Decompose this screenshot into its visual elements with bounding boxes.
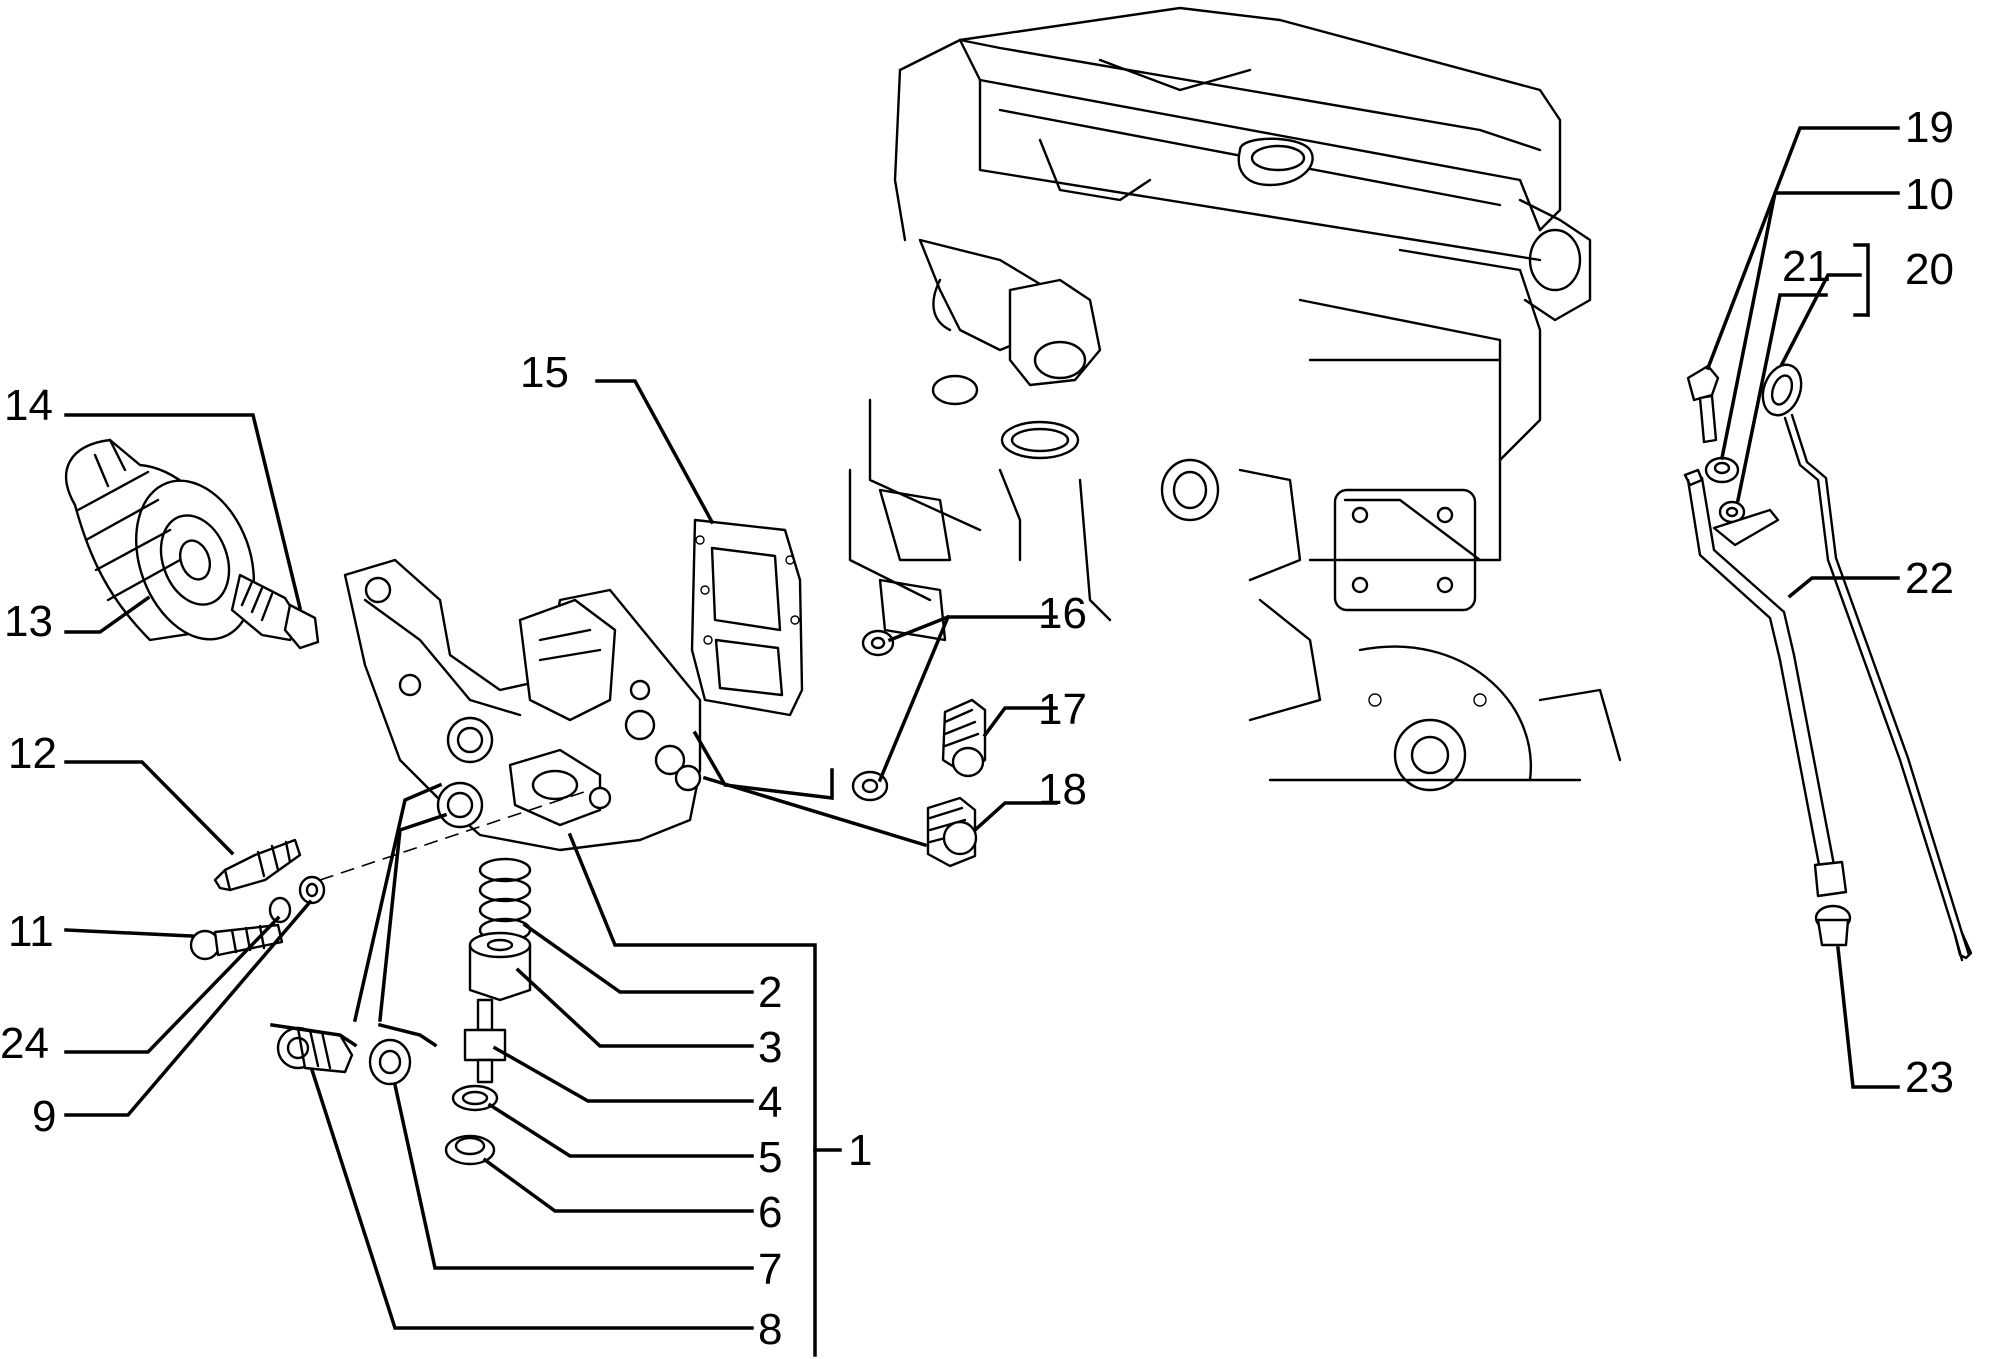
gasket-drawing	[690, 518, 804, 717]
grommet-23-drawing	[1814, 904, 1852, 947]
washer-10-drawing	[1704, 456, 1740, 484]
dipstick-drawing	[1761, 363, 1973, 962]
label-19: 19	[1905, 103, 1954, 152]
label-9: 9	[32, 1092, 56, 1141]
spring-drawing	[478, 857, 532, 943]
filter-union-drawing	[230, 573, 320, 650]
label-7: 7	[758, 1245, 782, 1294]
label-5: 5	[758, 1133, 782, 1182]
label-2: 2	[758, 968, 782, 1017]
union-fitting-drawing	[276, 1026, 354, 1074]
label-22: 22	[1905, 554, 1954, 603]
leader-lines	[64, 126, 1900, 1357]
label-11: 11	[8, 907, 54, 956]
washer-9-drawing	[298, 875, 326, 905]
label-14: 14	[4, 381, 53, 430]
label-3: 3	[758, 1023, 782, 1072]
sealing-washer-drawing	[368, 1038, 412, 1086]
label-24: 24	[0, 1019, 49, 1068]
oil-pressure-sensor-drawing	[213, 838, 302, 892]
label-12: 12	[8, 729, 57, 778]
plug-18-drawing	[926, 796, 978, 868]
label-17: 17	[1038, 685, 1087, 734]
oil-pump-housing-drawing	[343, 558, 702, 852]
label-15: 15	[520, 348, 569, 397]
label-13: 13	[4, 597, 53, 646]
label-20: 20	[1905, 245, 1954, 294]
label-4: 4	[758, 1078, 782, 1127]
washer-24-drawing	[268, 896, 292, 924]
seal-ring-drawing	[451, 1084, 499, 1112]
engine-block-drawing	[848, 6, 1622, 792]
valve-piston-drawing	[468, 931, 532, 1002]
label-6: 6	[758, 1188, 782, 1237]
label-18: 18	[1038, 765, 1087, 814]
callout-labels: 1 2 3 4 5 6 7 8 9 10 11 12 13 14 15 16 1…	[0, 103, 1954, 1354]
pressure-valve-drawing	[463, 998, 507, 1084]
plug-17-drawing	[941, 698, 987, 778]
cap-plug-drawing	[444, 1134, 496, 1166]
label-10: 10	[1905, 170, 1954, 219]
label-16: 16	[1038, 589, 1087, 638]
label-1: 1	[848, 1126, 872, 1175]
bolt-19-drawing	[1686, 364, 1720, 444]
label-23: 23	[1905, 1053, 1954, 1102]
guide-tube-drawing	[1683, 468, 1848, 898]
label-8: 8	[758, 1305, 782, 1354]
label-21: 21	[1782, 242, 1831, 291]
washers-16-drawing	[851, 629, 895, 802]
oil-filter-drawing	[65, 438, 256, 642]
